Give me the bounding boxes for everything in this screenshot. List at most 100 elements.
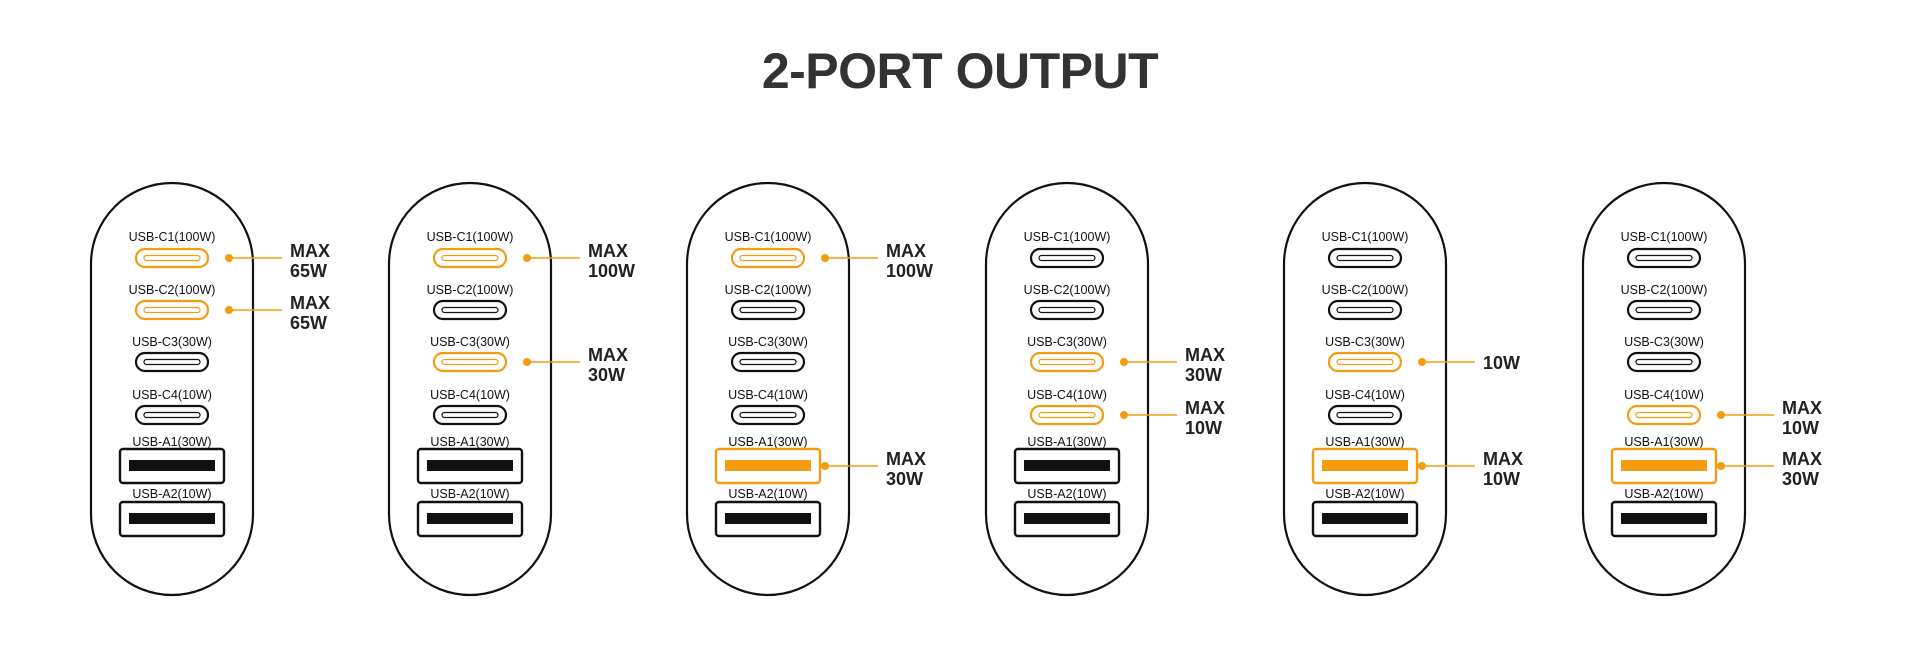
max-prefix: MAX	[1483, 449, 1523, 469]
usb-c-tongue-icon	[143, 411, 201, 419]
port-label: USB-C2(100W)	[129, 283, 216, 297]
max-value: 30W	[1782, 469, 1819, 489]
port-c1: USB-C1(100W)	[1621, 230, 1707, 269]
usb-c-tongue-icon	[1038, 411, 1096, 419]
port-c4-active: USB-C4(10W)	[1624, 388, 1704, 426]
port-label: USB-C1(100W)	[1024, 230, 1111, 244]
port-c3: USB-C3(30W)	[728, 335, 808, 373]
port-label: USB-C3(30W)	[1325, 335, 1405, 349]
usb-a-tongue-icon	[1024, 460, 1110, 471]
max-prefix: MAX	[588, 241, 628, 261]
port-label: USB-C1(100W)	[725, 230, 812, 244]
usb-c-port-icon	[1029, 299, 1105, 321]
usb-c-port-icon	[432, 247, 508, 269]
port-a2: USB-A2(10W)	[1610, 487, 1718, 538]
usb-c-tongue-icon	[739, 254, 797, 262]
port-label: USB-A1(30W)	[728, 435, 807, 449]
usb-c-tongue-icon	[143, 358, 201, 366]
usb-c-tongue-icon	[1635, 306, 1693, 314]
port-label: USB-A2(10W)	[430, 487, 509, 501]
port-label: USB-C1(100W)	[1322, 230, 1409, 244]
usb-c-port-icon	[730, 351, 806, 373]
port-a1-active: USB-A1(30W)	[714, 435, 822, 485]
port-c3: USB-C3(30W)	[132, 335, 212, 373]
usb-a-tongue-icon	[1322, 513, 1408, 524]
usb-c-port-icon	[1029, 247, 1105, 269]
max-value: 100W	[588, 261, 635, 281]
port-c4: USB-C4(10W)	[1325, 388, 1405, 426]
port-c1: USB-C1(100W)	[1322, 230, 1409, 269]
usb-a-tongue-icon	[129, 513, 215, 524]
usb-c-port-icon	[1626, 351, 1702, 373]
usb-c-tongue-icon	[1336, 358, 1394, 366]
port-c3: USB-C3(30W)	[1624, 335, 1704, 373]
max-prefix: MAX	[1782, 398, 1822, 418]
usb-c-tongue-icon	[1635, 358, 1693, 366]
usb-c-port-icon	[1626, 404, 1702, 426]
port-a1: USB-A1(30W)	[416, 435, 524, 485]
usb-c-port-icon	[730, 404, 806, 426]
port-label: USB-C3(30W)	[1624, 335, 1704, 349]
usb-c-tongue-icon	[441, 254, 499, 262]
usb-c-port-icon	[432, 299, 508, 321]
usb-a-tongue-icon	[1024, 513, 1110, 524]
port-label: USB-C2(100W)	[1621, 283, 1708, 297]
port-label: USB-A2(10W)	[1027, 487, 1106, 501]
port-c2: USB-C2(100W)	[725, 283, 811, 321]
usb-c-port-icon	[1029, 404, 1105, 426]
usb-c-port-icon	[730, 247, 806, 269]
usb-c-port-icon	[134, 351, 210, 373]
max-prefix: MAX	[1185, 398, 1225, 418]
usb-c-tongue-icon	[441, 358, 499, 366]
port-label: USB-A1(30W)	[1027, 435, 1106, 449]
port-a1: USB-A1(30W)	[118, 435, 226, 485]
port-label: USB-A1(30W)	[132, 435, 211, 449]
port-label: USB-C4(10W)	[430, 388, 510, 402]
port-label: USB-C4(10W)	[1027, 388, 1107, 402]
port-c1: USB-C1(100W)	[1024, 230, 1111, 269]
port-a2: USB-A2(10W)	[118, 487, 226, 538]
port-c4: USB-C4(10W)	[728, 388, 808, 426]
port-c2: USB-C2(100W)	[427, 283, 513, 321]
charger-body	[685, 181, 851, 597]
max-value: 100W	[886, 261, 933, 281]
charger-6: USB-C1(100W) USB-C2(100W) USB-C3(30W) USB-C…	[1581, 181, 1822, 597]
usb-c-port-icon	[134, 299, 210, 321]
port-a1-active: USB-A1(30W)	[1311, 435, 1419, 485]
max-prefix: MAX	[1782, 449, 1822, 469]
usb-a-tongue-icon	[1322, 460, 1408, 471]
usb-c-port-icon	[1626, 247, 1702, 269]
max-value: 30W	[588, 365, 625, 385]
charger-3: USB-C1(100W) USB-C2(100W) USB-C3(30W) USB-C…	[685, 181, 933, 597]
usb-c-port-icon	[134, 247, 210, 269]
charger-body	[984, 181, 1150, 597]
port-c3-active: USB-C3(30W)	[1325, 335, 1405, 373]
usb-c-port-icon	[1029, 351, 1105, 373]
usb-c-tongue-icon	[143, 254, 201, 262]
port-label: USB-C4(10W)	[1624, 388, 1704, 402]
max-prefix: MAX	[886, 241, 926, 261]
charger-body	[387, 181, 553, 597]
port-c2: USB-C2(100W)	[1322, 283, 1408, 321]
usb-c-port-icon	[1327, 404, 1403, 426]
max-value: 10W	[1782, 418, 1819, 438]
usb-c-port-icon	[432, 404, 508, 426]
port-c4: USB-C4(10W)	[132, 388, 212, 426]
usb-c-tongue-icon	[739, 358, 797, 366]
usb-c-tongue-icon	[1635, 254, 1693, 262]
usb-a-tongue-icon	[427, 460, 513, 471]
port-label: USB-C3(30W)	[728, 335, 808, 349]
port-a2: USB-A2(10W)	[1311, 487, 1419, 538]
max-value: 10W	[1185, 418, 1222, 438]
port-c3-active: USB-C3(30W)	[430, 335, 510, 373]
max-value: 10W	[1483, 353, 1520, 373]
usb-a-tongue-icon	[1621, 513, 1707, 524]
usb-c-tongue-icon	[1336, 411, 1394, 419]
